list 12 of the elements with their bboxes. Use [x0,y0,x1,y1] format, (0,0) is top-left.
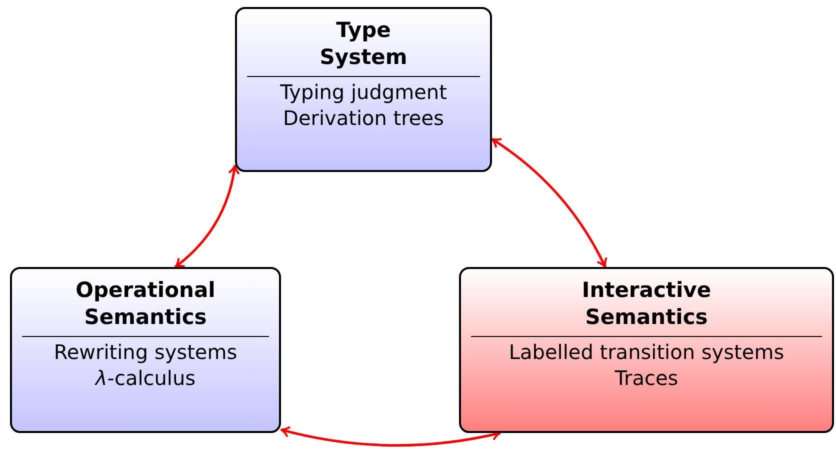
concept-box [235,7,492,172]
concept-box [10,267,281,433]
box-item: Labelled transition systems [508,338,784,366]
box-item: Typing judgment [280,78,447,106]
box-item: Derivation trees [283,105,444,132]
box-item: λ-calculus [95,365,196,392]
box-item: Traces [614,365,678,392]
box-heading: Operational Semantics [74,277,216,332]
box-item: Rewriting systems [54,338,238,366]
concept-box [459,267,834,433]
box-heading: Interactive Semantics [580,277,712,332]
box-heading: Type System [318,17,408,72]
